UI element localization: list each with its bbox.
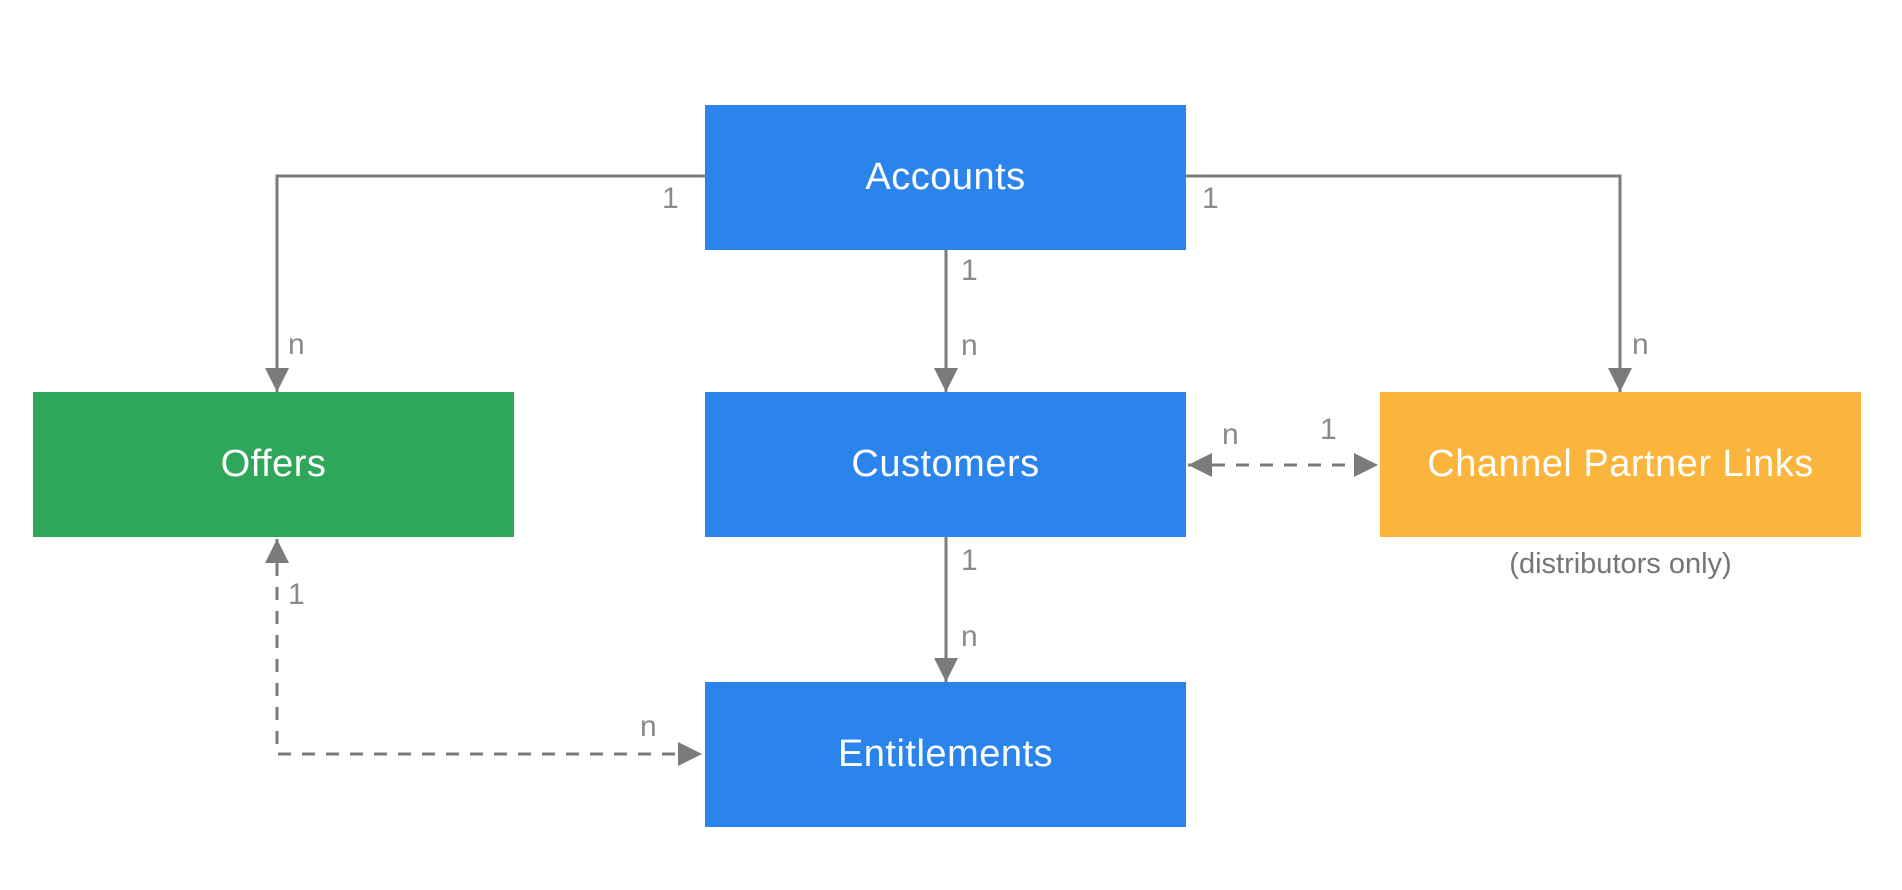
node-offers-label: Offers <box>220 443 327 485</box>
cardinality-accounts-channel-1: 1 <box>1202 182 1219 215</box>
node-channel-partner-links: Channel Partner Links <box>1380 392 1861 537</box>
cardinality-offers-entitlements-n: n <box>640 710 657 743</box>
node-accounts-label: Accounts <box>865 156 1026 198</box>
node-entitlements: Entitlements <box>705 682 1186 827</box>
channel-partner-links-note: (distributors only) <box>1509 548 1732 580</box>
cardinality-customers-channel-n: n <box>1222 418 1239 451</box>
edge-offers-entitlements <box>265 539 702 766</box>
node-entitlements-label: Entitlements <box>837 733 1054 775</box>
cardinality-customers-entitlements-n: n <box>961 620 978 653</box>
node-customers: Customers <box>705 392 1186 537</box>
cardinality-customers-channel-1: 1 <box>1320 413 1337 446</box>
node-customers-label: Customers <box>851 443 1040 485</box>
cardinality-accounts-offers-1: 1 <box>662 182 679 215</box>
node-channel-partner-links-label: Channel Partner Links <box>1427 443 1814 485</box>
edge-accounts-offers <box>265 174 705 392</box>
cardinality-accounts-customers-1: 1 <box>961 254 978 287</box>
cardinality-customers-entitlements-1: 1 <box>961 544 978 577</box>
node-accounts: Accounts <box>705 105 1186 250</box>
cardinality-offers-entitlements-1: 1 <box>288 578 305 611</box>
cardinality-accounts-offers-n: n <box>288 328 305 361</box>
cardinality-accounts-channel-n: n <box>1632 328 1649 361</box>
cardinality-accounts-customers-n: n <box>961 329 978 362</box>
edge-accounts-channel-partner-links <box>1186 174 1632 392</box>
node-offers: Offers <box>33 392 514 537</box>
